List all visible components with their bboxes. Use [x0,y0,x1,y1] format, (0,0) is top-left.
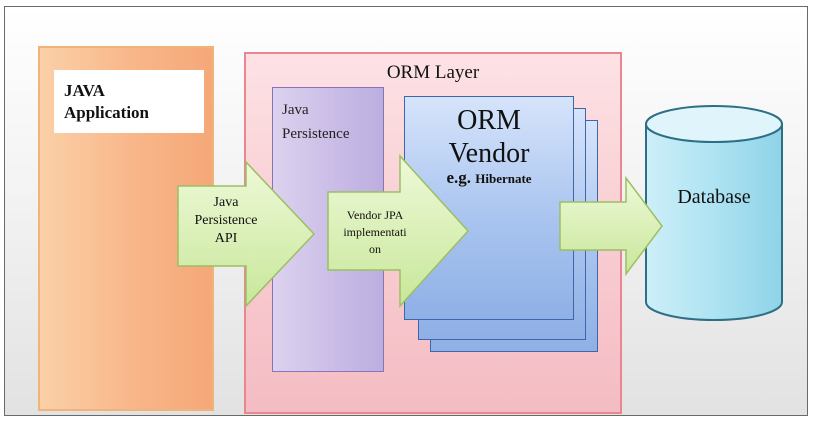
arrow-jpa-line1: Java [213,195,239,210]
database-label: Database [677,186,751,208]
java-application-line1: JAVA [64,81,105,100]
java-application-label: JAVA Application [54,70,204,133]
arrow-vendor-line1: Vendor JPA [346,208,404,222]
orm-vendor-example: e.g. Hibernate [404,168,574,188]
arrow-vendor-jpa-implementation-label: Vendor JPA implementati on [330,207,420,258]
orm-vendor-eg: e.g. [446,168,471,187]
java-persistence-line1: Java [282,102,309,118]
orm-layer-title: ORM Layer [386,62,480,83]
database-cylinder [645,105,783,321]
arrow-vendor-to-database [559,176,663,276]
arrow-vendor-jpa-implementation [327,154,470,308]
arrow-vendor-line2: implementati [343,225,407,239]
java-persistence-line2: Persistence [282,126,350,142]
arrow-jpa-line2: Persistence [194,213,258,228]
arrow-java-persistence-api-label: Java Persistence API [180,194,272,248]
java-application-line2: Application [64,103,150,122]
orm-vendor-line1: ORM [457,105,521,136]
arrow-java-persistence-api [177,160,316,308]
orm-vendor-line2: Vendor [448,138,530,169]
java-persistence-label: Java Persistence [282,98,382,146]
arrow-jpa-line3: API [214,231,238,246]
arrow-vendor-line3: on [369,242,381,256]
orm-vendor-title: ORM Vendor [404,104,574,170]
orm-vendor-example-name: Hibernate [475,171,532,186]
